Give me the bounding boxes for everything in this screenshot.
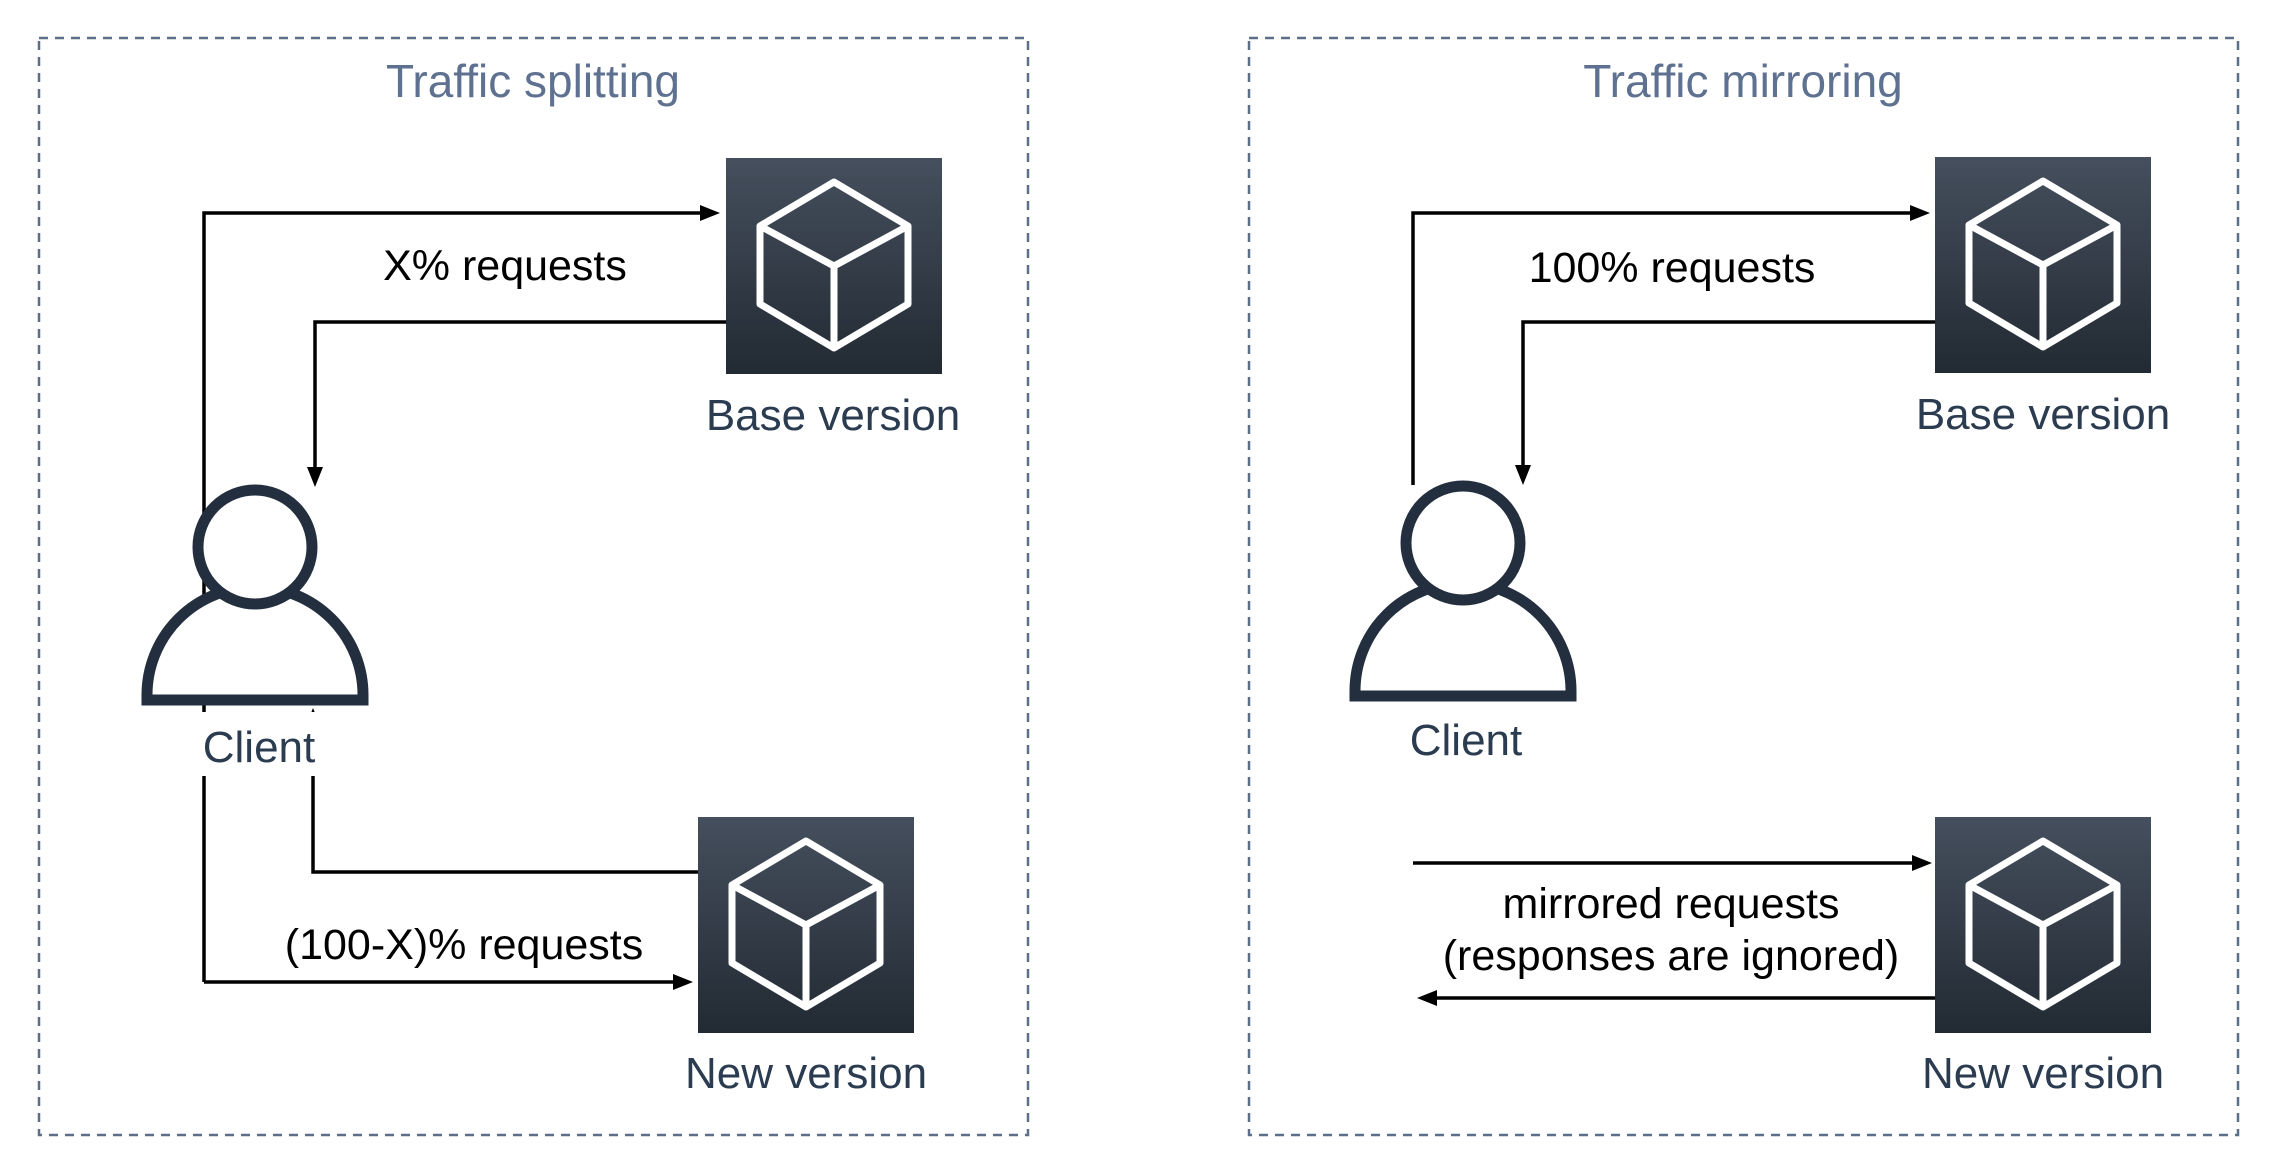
base-to-client-arrow: [307, 320, 726, 487]
client-label-backdrop: [197, 712, 321, 776]
client-node: Client: [1355, 486, 1571, 769]
base-version-label: Base version: [1916, 390, 2170, 439]
base-version-node: Base version: [1916, 157, 2170, 439]
new-version-label: New version: [685, 1049, 927, 1098]
client-node: Client: [147, 490, 363, 776]
cube-icon: [726, 158, 942, 374]
panel-title: Traffic mirroring: [1583, 55, 1902, 107]
split-percent-label: X% requests: [383, 242, 627, 290]
client-person-icon: [1355, 486, 1571, 696]
client-to-base-arrow: [1411, 205, 1930, 485]
client-label: Client: [1410, 716, 1523, 765]
base-version-label: Base version: [706, 391, 960, 440]
new-version-node: New version: [1922, 817, 2164, 1098]
base-to-client-arrow: [1515, 320, 1935, 485]
remainder-percent-label: (100-X)% requests: [285, 921, 644, 969]
client-person-icon: [147, 490, 363, 700]
base-version-node: Base version: [706, 158, 960, 440]
panel-border: [1247, 36, 2240, 1137]
traffic-splitting-panel: Traffic splitting X% requests (100-X)% r…: [37, 36, 1030, 1137]
cube-icon: [1935, 157, 2151, 373]
cube-icon: [1935, 817, 2151, 1033]
cube-icon: [698, 817, 914, 1033]
panel-title: Traffic splitting: [386, 55, 680, 107]
client-label: Client: [203, 723, 316, 772]
traffic-mirroring-panel: Traffic mirroring 100% requests mirrored…: [1247, 36, 2240, 1137]
mirrored-requests-label: mirrored requests: [1503, 880, 1840, 928]
new-to-client-arrow: [305, 708, 698, 874]
new-version-label: New version: [1922, 1049, 2164, 1098]
new-version-node: New version: [685, 817, 927, 1098]
client-label-backdrop: [1404, 705, 1528, 769]
panel-border: [37, 36, 1030, 1137]
full-percent-label: 100% requests: [1529, 244, 1816, 292]
responses-ignored-label: (responses are ignored): [1443, 932, 1900, 980]
